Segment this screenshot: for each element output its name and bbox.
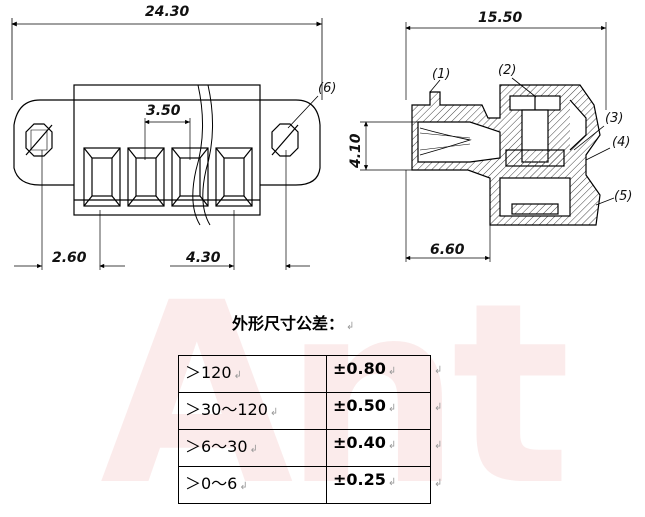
dim-pitch: 3.50 — [146, 103, 181, 119]
callout-4: (4) — [612, 135, 630, 150]
callout-2: (2) — [498, 63, 516, 78]
range-cell: ＞6～30↲ — [178, 429, 327, 467]
table-row: ＞30～120↲ ±0.50↲ — [178, 392, 431, 430]
technical-drawing: 24.30 3.50 2.60 4.30 (6) — [11, 4, 632, 270]
tolerance-table: ＞120↲ ±0.80↲ ＞30～120↲ ±0.50↲ ＞6～30↲ ±0.4… — [178, 355, 431, 504]
value-cell: ±0.40↲ — [326, 429, 431, 467]
terminal-openings — [83, 147, 253, 207]
front-view — [11, 18, 323, 270]
range-cell: ＞0～6↲ — [178, 466, 327, 504]
dim-bottom-offset: 6.60 — [430, 242, 465, 258]
range-cell: ＞120↲ — [178, 355, 327, 393]
side-view — [360, 22, 615, 262]
table-row: ＞0～6↲ ±0.25↲ — [178, 466, 431, 504]
dim-height: 4.10 — [348, 133, 364, 169]
dim-overall-depth: 15.50 — [478, 10, 523, 26]
row-end-mark: ↲ — [434, 402, 443, 413]
row-end-mark: ↲ — [434, 365, 443, 376]
tolerance-title: 外形尺寸公差：↲ — [232, 314, 355, 333]
callout-3: (3) — [605, 111, 623, 126]
callout-5: (5) — [614, 189, 632, 204]
dim-right-offset: 4.30 — [185, 250, 221, 266]
range-cell: ＞30～120↲ — [178, 392, 327, 430]
table-row: ＞6～30↲ ±0.40↲ — [178, 429, 431, 467]
value-cell: ±0.50↲ — [326, 392, 431, 430]
row-end-mark: ↲ — [434, 440, 443, 451]
callout-6: (6) — [318, 81, 336, 96]
value-cell: ±0.80↲ — [326, 355, 431, 393]
dim-left-offset: 2.60 — [52, 250, 87, 266]
table-row: ＞120↲ ±0.80↲ — [178, 355, 431, 393]
row-end-mark: ↲ — [434, 478, 443, 489]
callout-1: (1) — [432, 67, 450, 82]
value-cell: ±0.25↲ — [326, 466, 431, 504]
dim-overall-width: 24.30 — [145, 4, 190, 20]
